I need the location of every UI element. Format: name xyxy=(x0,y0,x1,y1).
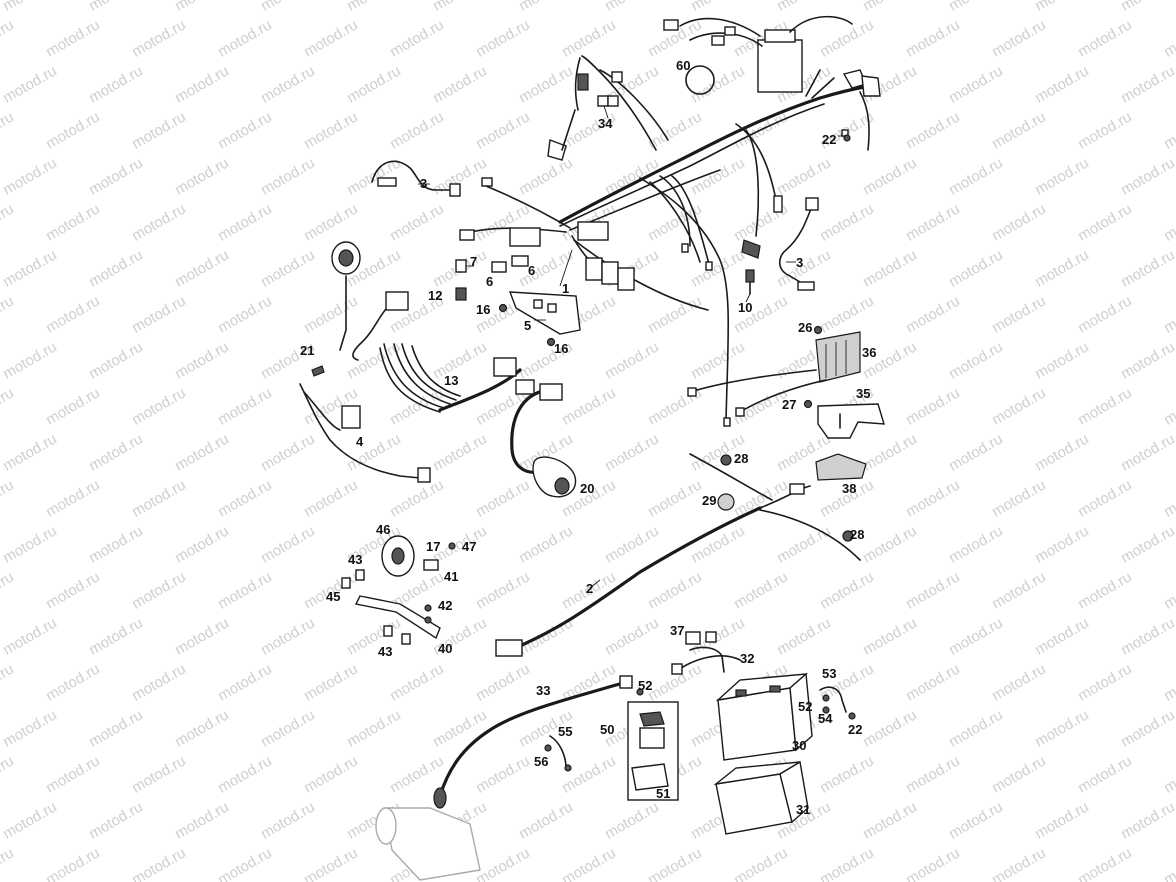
label-part-52a: 52 xyxy=(638,678,652,693)
label-part-28a: 28 xyxy=(734,451,748,466)
label-part-40: 40 xyxy=(438,641,452,656)
ignition-switch xyxy=(331,241,361,351)
label-part-27: 27 xyxy=(782,397,796,412)
neutral-switch xyxy=(741,239,761,295)
terminal-hardware xyxy=(544,686,856,772)
label-part-2: 2 xyxy=(586,581,593,596)
battery-cable xyxy=(671,631,741,675)
label-part-42: 42 xyxy=(438,598,452,613)
handlebar-switch xyxy=(510,383,577,498)
leader-lines xyxy=(418,105,846,589)
label-part-5: 5 xyxy=(524,318,531,333)
main-wiring-harness xyxy=(469,55,872,421)
label-part-50: 50 xyxy=(600,722,614,737)
label-part-32: 32 xyxy=(740,651,754,666)
label-part-6b: 6 xyxy=(528,263,535,278)
label-part-35: 35 xyxy=(856,386,870,401)
label-part-29: 29 xyxy=(702,493,716,508)
clip-ring xyxy=(685,65,715,95)
label-part-38: 38 xyxy=(842,481,856,496)
fuse-box xyxy=(663,15,853,93)
label-part-43a: 43 xyxy=(348,552,362,567)
label-part-53: 53 xyxy=(822,666,836,681)
label-part-45: 45 xyxy=(326,589,340,604)
label-part-22a: 22 xyxy=(822,132,836,147)
label-part-60: 60 xyxy=(676,58,690,73)
label-part-12: 12 xyxy=(428,288,442,303)
label-part-30: 30 xyxy=(792,738,806,753)
label-part-7: 7 xyxy=(470,254,477,269)
label-part-22b: 22 xyxy=(848,722,862,737)
battery-box xyxy=(713,760,809,835)
coil-harness xyxy=(299,365,431,483)
label-part-56: 56 xyxy=(534,754,548,769)
part-labels: 1 2 3 3 4 5 6 6 7 10 12 13 16 16 17 20 2… xyxy=(300,58,876,817)
regulator-bracket xyxy=(817,403,885,439)
label-part-3-right: 3 xyxy=(796,255,803,270)
voltage-regulator xyxy=(687,331,861,417)
label-part-17: 17 xyxy=(426,539,440,554)
horn-bracket xyxy=(341,569,441,645)
battery xyxy=(715,672,813,761)
horn xyxy=(381,535,456,577)
label-part-36: 36 xyxy=(862,345,876,360)
label-part-51: 51 xyxy=(656,786,670,801)
label-part-21: 21 xyxy=(300,343,314,358)
starter-relay-box xyxy=(627,701,679,801)
label-part-37: 37 xyxy=(670,623,684,638)
label-part-6a: 6 xyxy=(486,274,493,289)
label-part-16a: 16 xyxy=(476,302,490,317)
label-part-16b: 16 xyxy=(554,341,568,356)
label-part-20: 20 xyxy=(580,481,594,496)
label-part-1: 1 xyxy=(562,281,569,296)
label-part-3-left: 3 xyxy=(420,176,427,191)
cable-loom xyxy=(352,291,535,413)
label-part-55: 55 xyxy=(558,724,572,739)
lambda-sensor-left xyxy=(371,160,461,197)
label-part-33: 33 xyxy=(536,683,550,698)
label-part-54: 54 xyxy=(818,711,833,726)
label-part-31: 31 xyxy=(796,802,810,817)
label-part-26: 26 xyxy=(798,320,812,335)
rubber-cover xyxy=(815,453,867,481)
relay-plate xyxy=(508,291,581,335)
label-part-41: 41 xyxy=(444,569,458,584)
starter-cable xyxy=(433,675,633,809)
small-relays xyxy=(455,255,529,301)
lambda-sensor-right xyxy=(778,197,819,291)
label-part-34: 34 xyxy=(598,116,613,131)
rear-harness xyxy=(495,453,861,657)
starter-motor xyxy=(375,807,481,881)
label-part-43b: 43 xyxy=(378,644,392,659)
label-part-4: 4 xyxy=(356,434,364,449)
label-part-47: 47 xyxy=(462,539,476,554)
harness-connectors xyxy=(459,69,881,427)
bolts xyxy=(498,134,851,409)
label-part-46: 46 xyxy=(376,522,390,537)
label-part-13: 13 xyxy=(444,373,458,388)
label-part-28b: 28 xyxy=(850,527,864,542)
label-part-10: 10 xyxy=(738,300,752,315)
label-part-52b: 52 xyxy=(798,699,812,714)
